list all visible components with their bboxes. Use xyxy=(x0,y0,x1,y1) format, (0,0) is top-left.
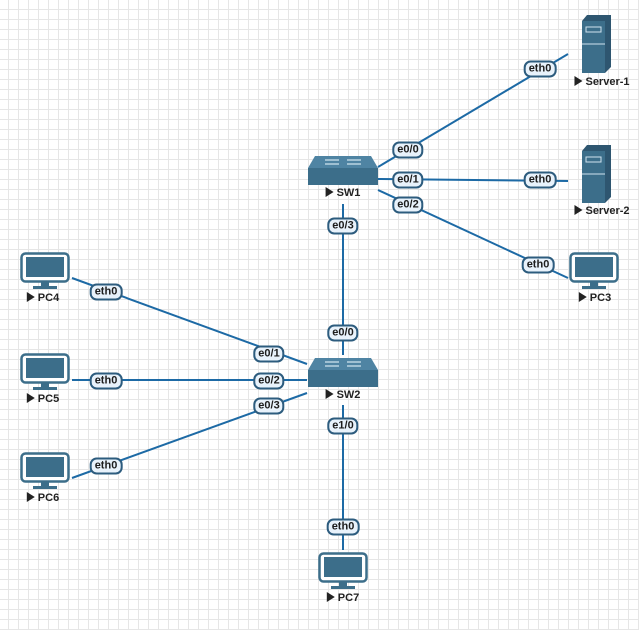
node-label-pc4[interactable]: PC4 xyxy=(26,292,59,304)
pc-icon[interactable] xyxy=(318,552,368,590)
port-label[interactable]: e0/0 xyxy=(392,141,424,159)
pc-icon[interactable] xyxy=(20,353,70,391)
start-icon xyxy=(325,389,334,399)
port-label[interactable]: e0/0 xyxy=(327,324,359,342)
start-icon xyxy=(326,592,335,602)
port-label[interactable]: e0/3 xyxy=(253,397,285,415)
node-label-sw1[interactable]: SW1 xyxy=(325,187,360,199)
port-label[interactable]: e0/2 xyxy=(392,196,424,214)
start-icon xyxy=(325,187,334,197)
start-icon xyxy=(574,205,583,215)
node-label-pc6[interactable]: PC6 xyxy=(26,492,59,504)
pc-icon[interactable] xyxy=(569,252,619,290)
start-icon xyxy=(26,393,35,403)
start-icon xyxy=(574,76,583,86)
start-icon xyxy=(578,292,587,302)
port-label[interactable]: eth0 xyxy=(89,283,123,301)
port-label[interactable]: eth0 xyxy=(89,457,123,475)
node-label-pc5[interactable]: PC5 xyxy=(26,393,59,405)
port-label[interactable]: e1/0 xyxy=(327,417,359,435)
node-label-server-1[interactable]: Server-1 xyxy=(574,76,630,88)
port-label[interactable]: eth0 xyxy=(326,518,360,536)
server-icon[interactable] xyxy=(582,15,612,73)
start-icon xyxy=(26,292,35,302)
port-label[interactable]: e0/2 xyxy=(253,372,285,390)
port-label[interactable]: e0/3 xyxy=(327,217,359,235)
node-label-pc3[interactable]: PC3 xyxy=(578,292,611,304)
pc-icon[interactable] xyxy=(20,252,70,290)
switch-icon[interactable] xyxy=(307,358,379,388)
port-label[interactable]: eth0 xyxy=(521,256,555,274)
port-label[interactable]: e0/1 xyxy=(253,345,285,363)
port-label[interactable]: eth0 xyxy=(523,60,557,78)
port-label[interactable]: eth0 xyxy=(523,171,557,189)
node-label-sw2[interactable]: SW2 xyxy=(325,389,360,401)
server-icon[interactable] xyxy=(582,145,612,203)
switch-icon[interactable] xyxy=(307,156,379,186)
port-label[interactable]: eth0 xyxy=(89,372,123,390)
node-label-pc7[interactable]: PC7 xyxy=(326,592,359,604)
node-label-server-2[interactable]: Server-2 xyxy=(574,205,630,217)
start-icon xyxy=(26,492,35,502)
pc-icon[interactable] xyxy=(20,452,70,490)
port-label[interactable]: e0/1 xyxy=(392,171,424,189)
